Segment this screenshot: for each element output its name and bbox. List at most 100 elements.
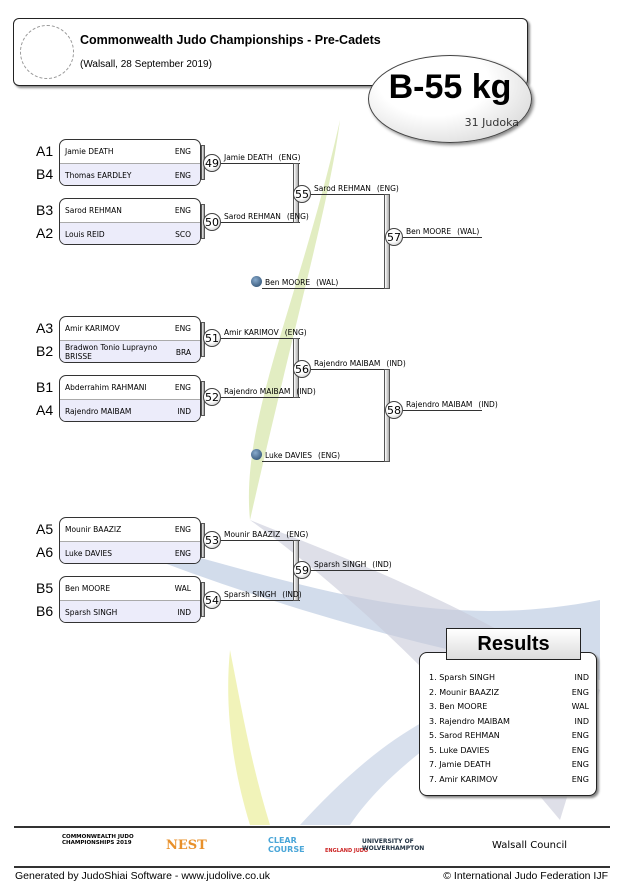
player-name: Thomas EARDLEY <box>65 170 132 180</box>
match-number-badge[interactable]: 57 <box>385 228 403 246</box>
match-number-badge[interactable]: 49 <box>203 154 221 172</box>
association-logo <box>20 25 74 79</box>
match-number-badge[interactable]: 53 <box>203 531 221 549</box>
entrant-country: (ENG) <box>318 451 341 460</box>
sponsor-walsall-council: Walsall Council <box>492 840 568 851</box>
winner-name: Rajendro MAIBAM <box>314 359 381 368</box>
pool-label: A1 <box>36 143 54 159</box>
result-name: Jamie DEATH <box>439 760 491 769</box>
winner-line <box>311 194 388 195</box>
match-number-badge[interactable]: 51 <box>203 329 221 347</box>
sponsor-nest: NEST <box>166 838 207 853</box>
winner-name: Ben MOORE <box>406 227 452 236</box>
winner-name: Sparsh SINGH <box>314 560 367 569</box>
result-rank: 7. <box>429 760 437 769</box>
result-rank: 5. <box>429 731 437 740</box>
result-country: ENG <box>571 731 589 740</box>
match-winner: Mounir BAAZIZ(ENG) <box>224 530 308 539</box>
player-name: Sarod REHMAN <box>65 206 122 215</box>
player-country: ENG <box>174 324 191 333</box>
result-country: ENG <box>571 774 589 784</box>
match-number-badge[interactable]: 52 <box>203 388 221 406</box>
pool-player-row[interactable]: Sarod REHMAN ENG <box>60 199 200 222</box>
result-name: Rajendro MAIBAM <box>439 716 510 726</box>
pool-label: B6 <box>36 603 54 619</box>
winner-line <box>403 410 482 411</box>
winner-line <box>311 369 388 370</box>
winner-line <box>221 540 300 541</box>
result-name: Amir KARIMOV <box>439 774 498 784</box>
player-name: Louis REID <box>65 229 105 239</box>
pool-label: B2 <box>36 343 54 359</box>
player-name: Jamie DEATH <box>65 147 114 156</box>
winner-name: Rajendro MAIBAM <box>224 387 291 396</box>
page-title: Commonwealth Judo Championships - Pre-Ca… <box>80 33 381 47</box>
sponsor-cjc: COMMONWEALTH JUDO CHAMPIONSHIPS 2019 <box>62 834 134 846</box>
player-country: ENG <box>174 206 191 215</box>
result-rank: 3. <box>429 702 437 711</box>
match-number-badge[interactable]: 56 <box>293 360 311 378</box>
player-country: ENG <box>174 548 191 558</box>
match-number-badge[interactable]: 54 <box>203 591 221 609</box>
pool-label: B1 <box>36 379 54 395</box>
result-name: Mounir BAAZIZ <box>439 687 500 697</box>
winner-country: (ENG) <box>286 212 309 221</box>
result-row: 3. Ben MOORE WAL <box>429 702 589 711</box>
winner-name: Sparsh SINGH <box>224 590 277 599</box>
pool-label: B4 <box>36 166 54 182</box>
pool-player-row[interactable]: Luke DAVIES ENG <box>60 541 200 563</box>
match-winner: Sparsh SINGH(IND) <box>224 590 302 599</box>
entrant-name: Ben MOORE <box>265 278 311 287</box>
match-number-badge[interactable]: 58 <box>385 401 403 419</box>
player-country: WAL <box>174 584 191 593</box>
player-name: Luke DAVIES <box>65 548 113 558</box>
entrant-badge-icon <box>251 276 262 287</box>
entrant-name: Luke DAVIES <box>265 451 313 460</box>
footer-generator: Generated by JudoShiai Software - www.ju… <box>15 870 271 882</box>
winner-name: Rajendro MAIBAM <box>406 400 473 409</box>
match-number-badge[interactable]: 59 <box>293 561 311 579</box>
result-name: Luke DAVIES <box>439 745 490 755</box>
result-name: Sarod REHMAN <box>439 731 500 740</box>
winner-country: (IND) <box>296 387 316 396</box>
winner-country: (IND) <box>386 359 406 368</box>
pool-player-row[interactable]: Ben MOORE WAL <box>60 577 200 600</box>
player-country: ENG <box>174 383 191 392</box>
match-winner: Sparsh SINGH(IND) <box>314 560 392 569</box>
player-name: Ben MOORE <box>65 584 111 593</box>
result-name: Ben MOORE <box>439 702 488 711</box>
result-country: ENG <box>571 687 589 697</box>
result-country: WAL <box>571 702 589 711</box>
player-name: Bradwon Tonio Luprayno BRISSE <box>65 343 158 361</box>
winner-name: Sarod REHMAN <box>224 212 281 221</box>
winner-line <box>221 338 300 339</box>
result-name: Sparsh SINGH <box>439 673 495 682</box>
result-row: 5. Sarod REHMAN ENG <box>429 731 589 740</box>
match-number-badge[interactable]: 55 <box>293 185 311 203</box>
divider <box>14 866 610 868</box>
pool-label: A3 <box>36 320 54 336</box>
pool-label: A4 <box>36 402 54 418</box>
match-number-badge[interactable]: 50 <box>203 213 221 231</box>
winner-country: (ENG) <box>284 328 307 337</box>
weight-label: B-55 kg <box>388 68 512 106</box>
match-winner: Rajendro MAIBAM (IND) <box>314 359 406 368</box>
